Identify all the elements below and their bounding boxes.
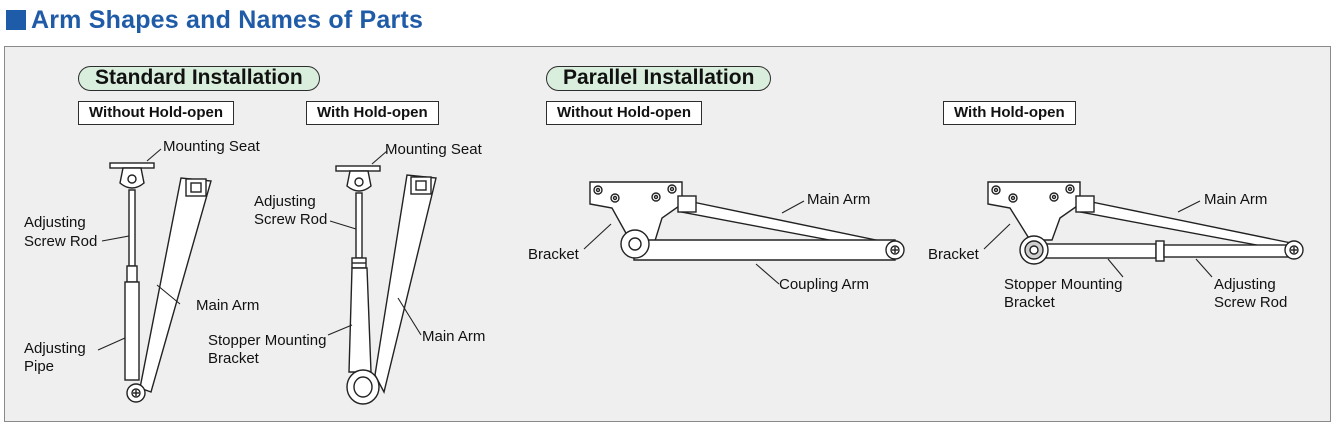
label-stopper-mounting-bracket-line2: Bracket [208,350,259,367]
standard-installation-heading: Standard Installation [78,66,320,91]
label-coupling-arm: Coupling Arm [779,276,870,293]
label-main-arm: Main Arm [422,328,486,345]
label-adjusting-screw-rod-line1: Adjusting [254,193,316,210]
label-adjusting-screw-rod-line1: Adjusting [24,214,86,231]
label-adjusting-screw-rod-line1: Adjusting [1214,276,1276,293]
label-bracket: Bracket [528,246,579,263]
std-with-mounting-seat [335,165,381,192]
leader-lines [97,148,1213,351]
par-with-bracket [987,181,1081,241]
par-without-end-pivot [885,240,905,260]
label-stopper-mounting-bracket-line2: Bracket [1004,294,1055,311]
std-without-main-arm [139,177,212,393]
label-adjusting-pipe-line1: Adjusting [24,340,86,357]
label-adjusting-screw-rod-line2: Screw Rod [1214,294,1288,311]
std-without-hold-open-label: Without Hold-open [78,101,234,125]
std-without-screw-rod [128,189,136,267]
page-title: Arm Shapes and Names of Parts [31,5,424,34]
par-with-hold-open-label: With Hold-open [943,101,1076,125]
label-main-arm: Main Arm [807,191,871,208]
label-adjusting-pipe-line2: Pipe [24,358,55,375]
std-with-main-arm-left [348,267,372,373]
header-square-icon [6,10,26,30]
label-adjusting-screw-rod-line2: Screw Rod [254,211,328,228]
std-with-main-arm-right [374,174,437,394]
page-header: Arm Shapes and Names of Parts [6,4,423,36]
label-main-arm: Main Arm [1204,191,1268,208]
std-without-adjusting-pipe [124,281,140,381]
std-without-mounting-seat [109,162,155,189]
label-adjusting-screw-rod-line2: Screw Rod [24,233,98,250]
std-with-end-ring [346,369,380,405]
label-stopper-mounting-bracket-line1: Stopper Mounting [208,332,327,349]
par-without-hold-open-label: Without Hold-open [546,101,702,125]
label-stopper-mounting-bracket-line1: Stopper Mounting [1004,276,1123,293]
std-with-screw-rod [355,192,363,259]
label-bracket: Bracket [928,246,979,263]
par-with-end-pivot [1284,240,1304,260]
parallel-installation-heading: Parallel Installation [546,66,772,91]
label-mounting-seat: Mounting Seat [163,138,260,155]
par-with-screw-rod [1045,240,1291,262]
std-without-end-fitting [126,383,146,403]
par-without-coupling-arm [620,229,896,261]
label-main-arm: Main Arm [196,297,260,314]
label-mounting-seat: Mounting Seat [385,141,482,158]
std-with-hold-open-label: With Hold-open [306,101,439,125]
par-with-stopper-bracket [1019,235,1049,265]
